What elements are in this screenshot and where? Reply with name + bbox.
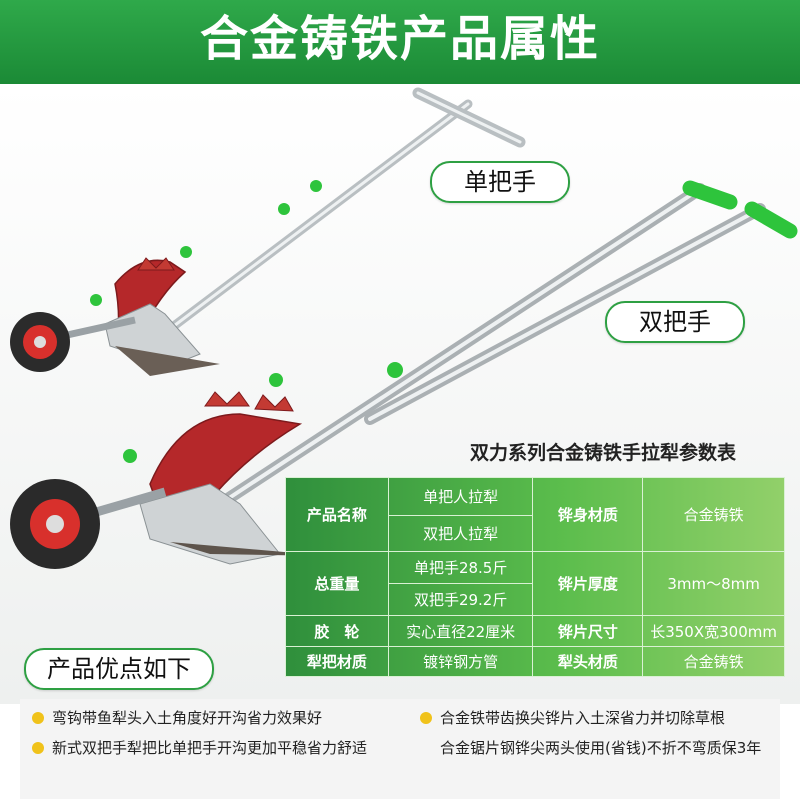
double-handle-callout: 双把手	[605, 301, 745, 343]
list-item: 新式双把手犁把比单把手开沟更加平稳省力舒适	[52, 739, 368, 757]
handle-grip-right	[744, 201, 798, 239]
advantages-panel: 弯钩带鱼犁头入土角度好开沟省力效果好 新式双把手犁把比单把手开沟更加平稳省力舒适…	[20, 699, 780, 799]
double-handle-plow	[10, 180, 798, 569]
spec-table: 产品名称 单把人拉犁 铧身材质 合金铸铁 双把人拉犁 总重量 单把手28.5斤 …	[285, 477, 785, 677]
table-row: 双把人拉犁	[286, 515, 785, 552]
spec-label: 胶 轮	[285, 615, 389, 647]
list-item: 合金锯片钢铧尖两头使用(省钱)不折不弯质保3年	[440, 739, 762, 757]
single-handle-plow	[10, 87, 526, 376]
table-row: 双把手29.2斤	[286, 583, 785, 616]
spec-value: 双把人拉犁	[387, 515, 534, 552]
spec-value: 3mm～8mm	[642, 551, 785, 616]
list-item: 弯钩带鱼犁头入土角度好开沟省力效果好	[52, 709, 323, 727]
spec-value: 长350X宽300mm	[642, 615, 785, 647]
list-item: 合金铁带齿换尖铧片入土深省力并切除草根	[440, 709, 726, 727]
spec-table-title: 双力系列合金铸铁手拉犁参数表	[470, 442, 737, 464]
spec-label: 铧身材质	[532, 477, 644, 552]
spec-value: 单把手28.5斤	[387, 551, 534, 584]
table-row: 总重量 单把手28.5斤 铧片厚度 3mm～8mm	[285, 551, 785, 616]
bullet-icon	[32, 712, 44, 724]
spec-label: 犁头材质	[532, 646, 644, 677]
spec-label: 产品名称	[285, 477, 389, 552]
spec-label: 总重量	[285, 551, 389, 616]
spec-value: 合金铸铁	[642, 477, 785, 552]
bullet-icon	[420, 712, 432, 724]
spec-label: 铧片厚度	[532, 551, 644, 616]
header-banner: 合金铸铁产品属性	[0, 0, 800, 84]
spec-value: 双把手29.2斤	[387, 583, 534, 616]
table-row: 产品名称 单把人拉犁 铧身材质 合金铸铁	[285, 477, 785, 552]
spec-value: 镀锌钢方管	[387, 646, 534, 677]
spec-value: 单把人拉犁	[387, 477, 534, 516]
bullet-icon	[32, 742, 44, 754]
single-handle-callout: 单把手	[430, 161, 570, 203]
table-row: 胶 轮 实心直径22厘米 铧片尺寸 长350X宽300mm	[285, 615, 785, 647]
spec-value: 实心直径22厘米	[387, 615, 534, 647]
spec-value: 合金铸铁	[642, 646, 785, 677]
page-title: 合金铸铁产品属性	[199, 11, 600, 67]
spec-label: 犁把材质	[285, 646, 389, 677]
handle-grip-left	[682, 180, 738, 210]
spec-label: 铧片尺寸	[532, 615, 644, 647]
advantages-callout: 产品优点如下	[24, 648, 214, 690]
table-row: 犁把材质 镀锌钢方管 犁头材质 合金铸铁	[285, 646, 785, 677]
